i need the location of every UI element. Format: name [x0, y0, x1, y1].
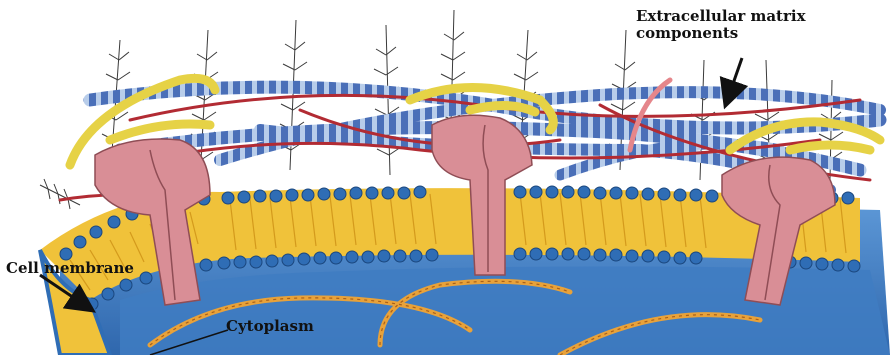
extracellular-matrix-label-line1: Extracellular matrix: [636, 8, 876, 25]
extracellular-matrix-label: Extracellular matrix components: [636, 8, 876, 41]
extracellular-matrix-label-line2: components: [636, 25, 876, 42]
cell-membrane-label: Cell membrane: [6, 260, 134, 277]
cytoplasm-label: Cytoplasm: [226, 318, 314, 335]
